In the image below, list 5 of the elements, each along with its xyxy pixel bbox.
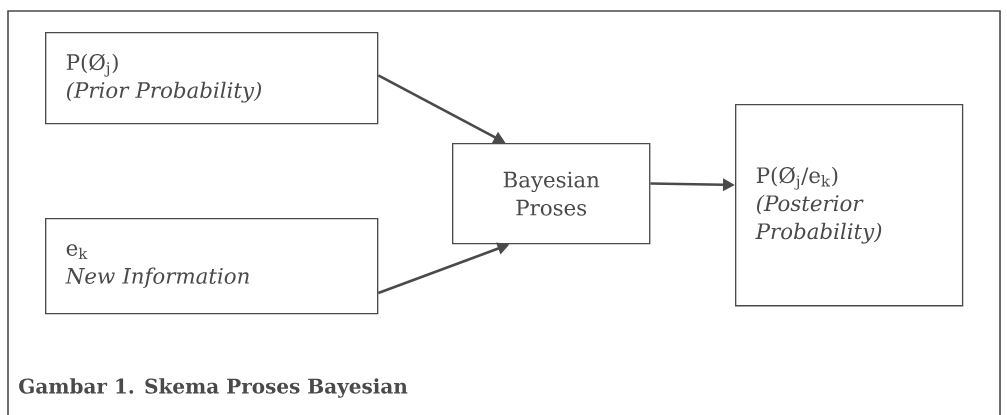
text-box: P(Ø$_{j}$) (Prior Probability) — [45, 32, 379, 125]
process-box: Bayesian Proses — [452, 143, 651, 245]
text-box: e$_{k}$ New Information — [45, 218, 379, 315]
caption: Gambar 1. Skema Proses Bayesian — [19, 378, 408, 398]
text-box: P(Ø$_{j}$/e$_{k}$) (Posterior Probability) — [735, 104, 964, 307]
